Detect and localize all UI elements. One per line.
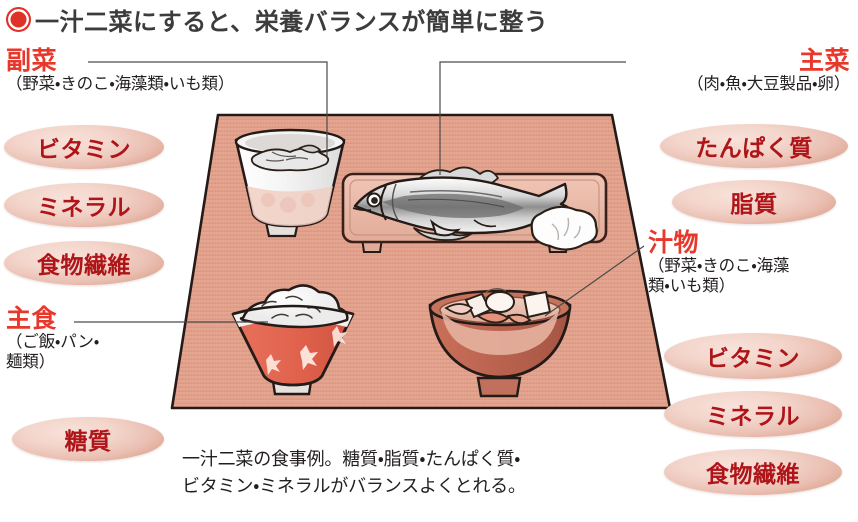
nutrient-pill-fat: 脂質 bbox=[672, 180, 836, 224]
figure-caption: 一汁二菜の食事例。糖質・脂質・たんぱく質・ ビタミン・ミネラルがバランスよくとれ… bbox=[182, 446, 650, 500]
nutrient-pill-vitamin-left: ビタミン bbox=[4, 125, 164, 169]
nutrient-pill-label: ミネラル bbox=[706, 404, 800, 430]
nutrient-pill-label: 脂質 bbox=[730, 192, 778, 218]
nutrient-pill-label: たんぱく質 bbox=[695, 136, 813, 162]
grilled-fish-plate bbox=[341, 166, 608, 253]
miso-soup-bowl bbox=[428, 288, 572, 398]
figure-caption-line2: ビタミン・ミネラルがバランスよくとれる。 bbox=[182, 476, 526, 497]
nutrient-pill-label: ビタミン bbox=[706, 346, 800, 372]
category-sub-fukusai: （野菜・きのこ・海藻類・いも類） bbox=[6, 74, 235, 94]
category-label-shirumono: 汁物 （野菜・きのこ・海藻 類・いも類） bbox=[648, 228, 854, 297]
category-label-fukusai: 副菜 （野菜・きのこ・海藻類・いも類） bbox=[6, 46, 235, 94]
nutrient-pill-protein: たんぱく質 bbox=[660, 124, 848, 168]
category-sub-shirumono-line2: 類・いも類） bbox=[648, 276, 735, 296]
nutrient-pill-fiber-right: 食物繊維 bbox=[664, 449, 842, 495]
nutrient-pill-label: ビタミン bbox=[37, 137, 131, 163]
nutrient-pill-mineral-left: ミネラル bbox=[4, 183, 164, 227]
category-name-fukusai: 副菜 bbox=[6, 46, 58, 75]
figure-caption-line1: 一汁二菜の食事例。糖質・脂質・たんぱく質・ bbox=[182, 449, 521, 470]
nutrient-pill-label: 糖質 bbox=[64, 429, 112, 455]
nutrient-pill-sugar: 糖質 bbox=[12, 417, 164, 461]
category-name-shirumono: 汁物 bbox=[648, 228, 700, 257]
category-label-shushoku: 主食 （ご飯・パン・ 麺類） bbox=[6, 304, 100, 373]
category-sub-shushoku-line1: （ご飯・パン・ bbox=[6, 332, 100, 352]
category-sub-shushoku-line2: 麺類） bbox=[6, 352, 55, 372]
category-label-shusai: 主菜 （肉・魚・大豆製品・卵） bbox=[687, 46, 850, 94]
page-title: 一汁二菜にすると、栄養バランスが簡単に整う bbox=[6, 2, 548, 36]
page-title-text: 一汁二菜にすると、栄養バランスが簡単に整う bbox=[35, 7, 549, 36]
category-sub-shirumono-line1: （野菜・きのこ・海藻 bbox=[648, 256, 790, 276]
category-name-shusai: 主菜 bbox=[798, 46, 850, 75]
category-name-shushoku: 主食 bbox=[6, 304, 58, 333]
nutrient-pill-label: 食物繊維 bbox=[706, 462, 800, 488]
nutrient-pill-vitamin-right: ビタミン bbox=[664, 333, 842, 379]
nutrient-pill-label: ミネラル bbox=[37, 195, 131, 221]
category-sub-shusai: （肉・魚・大豆製品・卵） bbox=[687, 74, 850, 94]
nutrient-pill-fiber-left: 食物繊維 bbox=[4, 241, 164, 285]
rice-bowl bbox=[231, 284, 355, 396]
nutrient-pill-label: 食物繊維 bbox=[37, 253, 131, 279]
nutrient-pill-mineral-right: ミネラル bbox=[664, 391, 842, 437]
circle-bullet-icon bbox=[6, 6, 31, 32]
